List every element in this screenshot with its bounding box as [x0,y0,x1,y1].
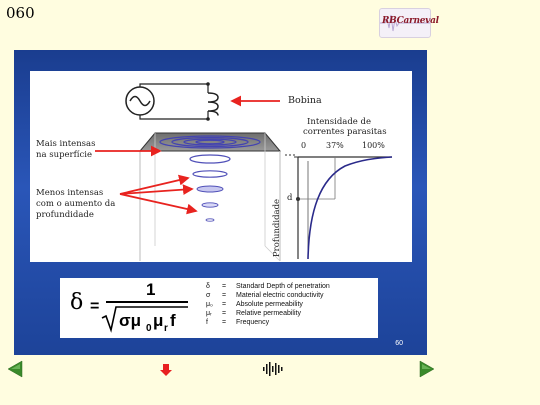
eddy-current-diagram: Bobina Mais intensas na superfície Menos… [30,71,412,262]
coil-icon [207,92,219,116]
slide-number: 60 [395,340,403,347]
legend-row: σ = Material electric conductivity [206,292,324,299]
svg-text:μ: μ [153,311,163,330]
svg-text:σμ: σμ [119,311,141,330]
sound-wave-icon [263,362,283,376]
triangle-right-icon [419,360,435,378]
page-number: 060 [6,4,35,22]
arrow-down-icon [160,364,172,376]
depth-label-2: com o aumento da [36,199,116,209]
legend-eq: = [222,301,227,308]
surface-label-2: na superfície [36,150,92,160]
slide: Bobina Mais intensas na superfície Menos… [14,50,427,355]
legend-symbol: σ [206,292,211,299]
legend-eq: = [222,319,227,326]
y-axis-label: Profundidade [272,198,283,258]
legend-symbol: f [206,319,208,326]
chart-title-1: Intensidade de [307,117,371,127]
legend-row: δ = Standard Depth of penetration [206,283,330,290]
legend-symbol: μ₀ [206,301,213,308]
legend-eq: = [222,310,227,317]
logo-text: RBCarneval [382,16,439,26]
legend-symbol: μᵣ [206,310,212,317]
formula-numerator: 1 [146,280,156,299]
formula-panel: δ = 1 σμ 0 μ r f δ = Standard Depth of pen… [60,278,378,338]
svg-text:0: 0 [146,323,152,334]
triangle-left-icon [7,360,23,378]
next-button[interactable] [418,360,436,382]
formula-lhs: δ [70,290,84,315]
tick-0: 0 [301,141,307,150]
legend-row: μ₀ = Absolute permeability [206,301,303,308]
legend-desc: Absolute permeability [236,301,303,308]
legend-symbol: δ [206,283,210,290]
prev-button[interactable] [6,360,24,382]
logo: RBCarneval [379,8,439,38]
legend-desc: Standard Depth of penetration [236,283,330,290]
decay-curve [307,156,393,260]
tick-37: 37% [326,141,344,150]
chart-title-2: correntes parasitas [303,127,387,137]
legend-desc: Material electric conductivity [236,292,324,299]
coil-label: Bobina [288,95,322,106]
legend-row: μᵣ = Relative permeability [206,310,301,317]
depth-label-1: Menos intensas [36,188,104,198]
tick-100: 100% [362,141,385,150]
surface-label-1: Mais intensas [36,139,96,149]
d-marker: d [287,193,293,203]
diagram-graphics [95,82,393,262]
fraction-bar [106,301,188,303]
legend-eq: = [222,283,227,290]
sqrt-denominator: σμ 0 μ r f [101,306,188,334]
legend-desc: Frequency [236,319,270,326]
legend-row: f = Frequency [206,319,269,326]
legend-eq: = [222,292,227,299]
legend-desc: Relative permeability [236,310,301,317]
svg-text:r: r [164,323,168,334]
down-button[interactable] [160,362,172,381]
depth-label-3: profundidade [36,210,94,220]
logo-wave-icon [380,14,430,32]
audio-button[interactable] [262,361,286,381]
svg-text:f: f [170,311,176,330]
